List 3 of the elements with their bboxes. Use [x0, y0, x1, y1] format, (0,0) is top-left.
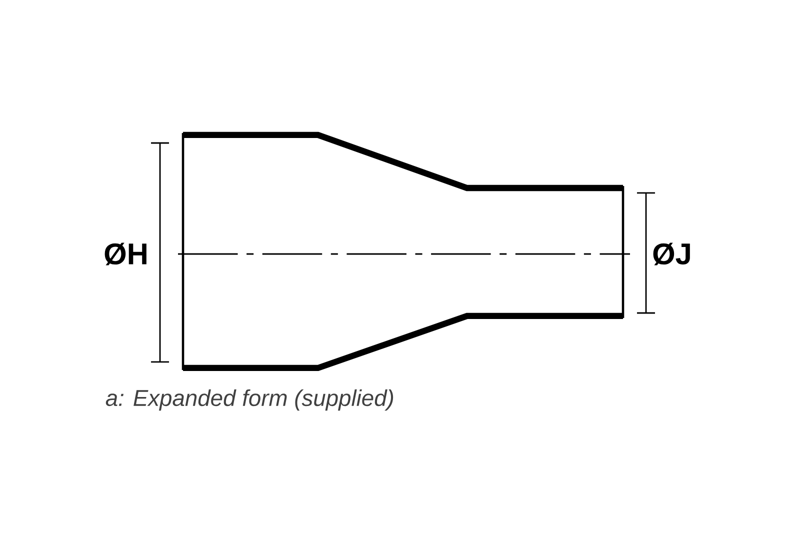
dimension-label: ØJ: [653, 242, 690, 266]
dimension-label: ØH: [104, 242, 146, 266]
caption: a: Expanded form (supplied): [106, 389, 394, 411]
